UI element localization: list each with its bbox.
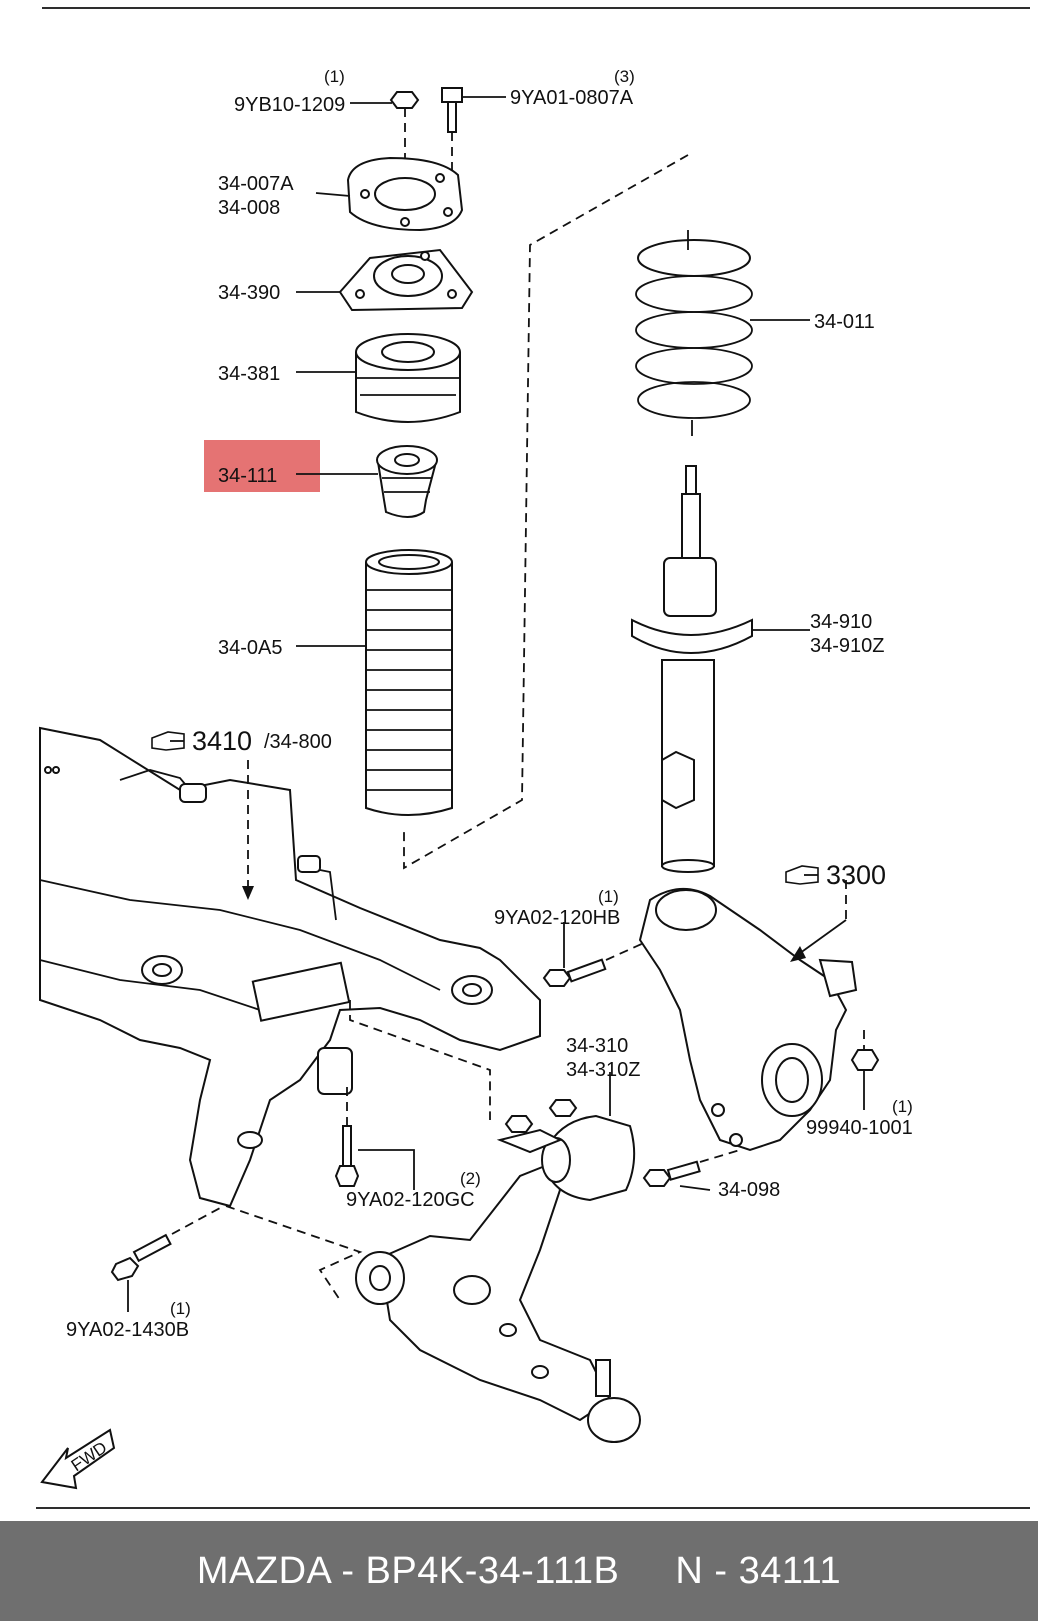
label-34-390: 34-390 xyxy=(218,282,280,304)
label-34-098: 34-098 xyxy=(718,1179,780,1201)
ref-3300-arrow xyxy=(790,946,806,962)
bolt-9ya02-120gc xyxy=(334,1084,415,1190)
label-9yb10-qty: (1) xyxy=(324,67,345,86)
parts-diagram: (1) 9YB10-1209 (3) 9YA01-0807A 34-007A 3… xyxy=(36,7,1030,1509)
label-9ya02-120hb: 9YA02-120HB xyxy=(494,907,620,929)
leader-34-007a xyxy=(315,192,351,197)
label-99940: 99940-1001 xyxy=(806,1117,913,1139)
fwd-arrow xyxy=(40,1428,116,1490)
steering-knuckle xyxy=(638,887,858,1152)
label-34-310z: 34-310Z xyxy=(566,1059,641,1081)
arm-bracket-bolts xyxy=(496,1099,578,1154)
bolt-9ya02-1430b xyxy=(110,1207,221,1312)
label-ref-34-800: /34-800 xyxy=(264,731,332,753)
footer-part-number: MAZDA - BP4K-34-111B xyxy=(196,1549,620,1592)
mount-plate xyxy=(346,156,464,232)
label-34-910z: 34-910Z xyxy=(810,635,885,657)
coil-spring xyxy=(635,230,753,436)
label-34-310: 34-310 xyxy=(566,1035,628,1057)
label-9ya02-120hb-qty: (1) xyxy=(598,887,619,906)
label-34-011: 34-011 xyxy=(814,311,875,333)
assembly-bracket xyxy=(403,154,689,870)
label-9ya02-1430b-qty: (1) xyxy=(170,1299,191,1318)
label-9ya02-120gc-qty: (2) xyxy=(460,1169,481,1188)
nut-99940 xyxy=(850,1030,880,1110)
ref-3410-arrow xyxy=(242,886,254,900)
bolt-9ya02-120hb xyxy=(542,922,647,987)
label-34-381: 34-381 xyxy=(218,363,280,385)
subframe xyxy=(39,726,541,1208)
lower-control-arm xyxy=(355,1114,641,1443)
bearing xyxy=(355,333,461,423)
exploded-suspension-diagram: (1) 9YB10-1209 (3) 9YA01-0807A 34-007A 3… xyxy=(36,7,1030,1509)
label-34-910: 34-910 xyxy=(810,611,872,633)
pointing-hand-icon-3410 xyxy=(151,731,185,751)
label-34-0a5: 34-0A5 xyxy=(218,637,283,659)
label-9ya01: 9YA01-0807A xyxy=(510,87,634,109)
label-9yb10: 9YB10-1209 xyxy=(234,94,345,116)
bolt-34-098 xyxy=(642,1149,741,1191)
ref-3300-line xyxy=(795,919,847,957)
label-ref-3410: 3410 xyxy=(192,726,252,756)
bump-stop xyxy=(376,445,438,518)
dust-boot xyxy=(365,549,453,816)
label-34-008: 34-008 xyxy=(218,197,280,219)
label-ref-3300: 3300 xyxy=(826,860,886,890)
pointing-hand-icon-3300 xyxy=(785,865,819,885)
label-9ya01-qty: (3) xyxy=(614,67,635,86)
label-34-007a: 34-007A xyxy=(218,173,294,195)
dash-arm-mount xyxy=(225,1205,363,1301)
insulator xyxy=(338,248,474,312)
dash-34-310 xyxy=(349,1000,491,1120)
label-9ya02-1430b: 9YA02-1430B xyxy=(66,1319,189,1341)
label-34-111: 34-111 xyxy=(218,465,277,487)
label-99940-qty: (1) xyxy=(892,1097,913,1116)
shock-absorber xyxy=(631,465,753,873)
highlight-box xyxy=(204,440,320,492)
label-9ya02-120gc: 9YA02-120GC xyxy=(346,1189,475,1211)
footer-bar: MAZDA - BP4K-34-111B N - 34111 xyxy=(0,1521,1038,1621)
footer-ref-number: N - 34111 xyxy=(675,1549,842,1592)
